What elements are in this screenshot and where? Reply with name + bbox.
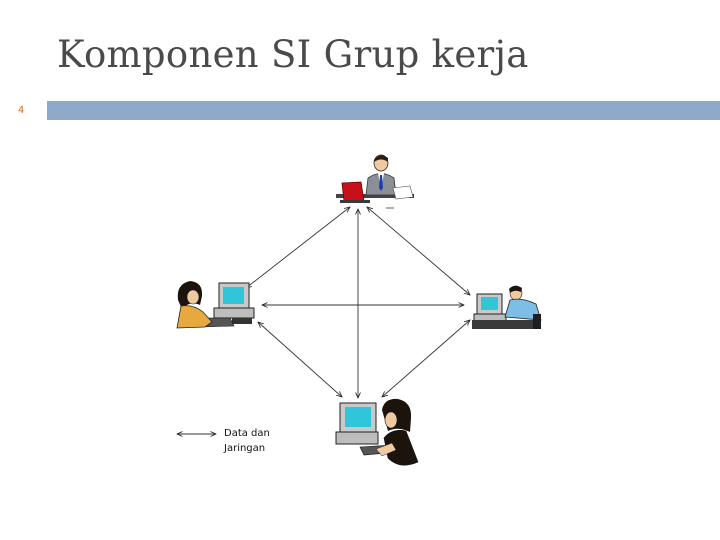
slide-title: Komponen SI Grup kerja [57, 33, 529, 76]
woman-at-computer-icon [176, 281, 255, 329]
man-at-computer-icon [472, 285, 542, 329]
woman-at-computer-icon [335, 398, 419, 466]
slide-number-box [0, 101, 42, 120]
arrow-top-right [367, 207, 470, 295]
title-bar [47, 101, 720, 120]
connection-arrows [246, 207, 470, 398]
arrow-top-left [246, 207, 350, 288]
legend-label-line1: Data dan [224, 428, 270, 439]
arrow-right-bottom [382, 320, 470, 397]
slide-number: 4 [17, 105, 25, 116]
legend-label-line2: Jaringan [223, 443, 265, 454]
legend: Data dan Jaringan [177, 428, 270, 454]
manager-at-desk-icon [336, 154, 414, 209]
arrow-left-bottom [258, 322, 342, 397]
